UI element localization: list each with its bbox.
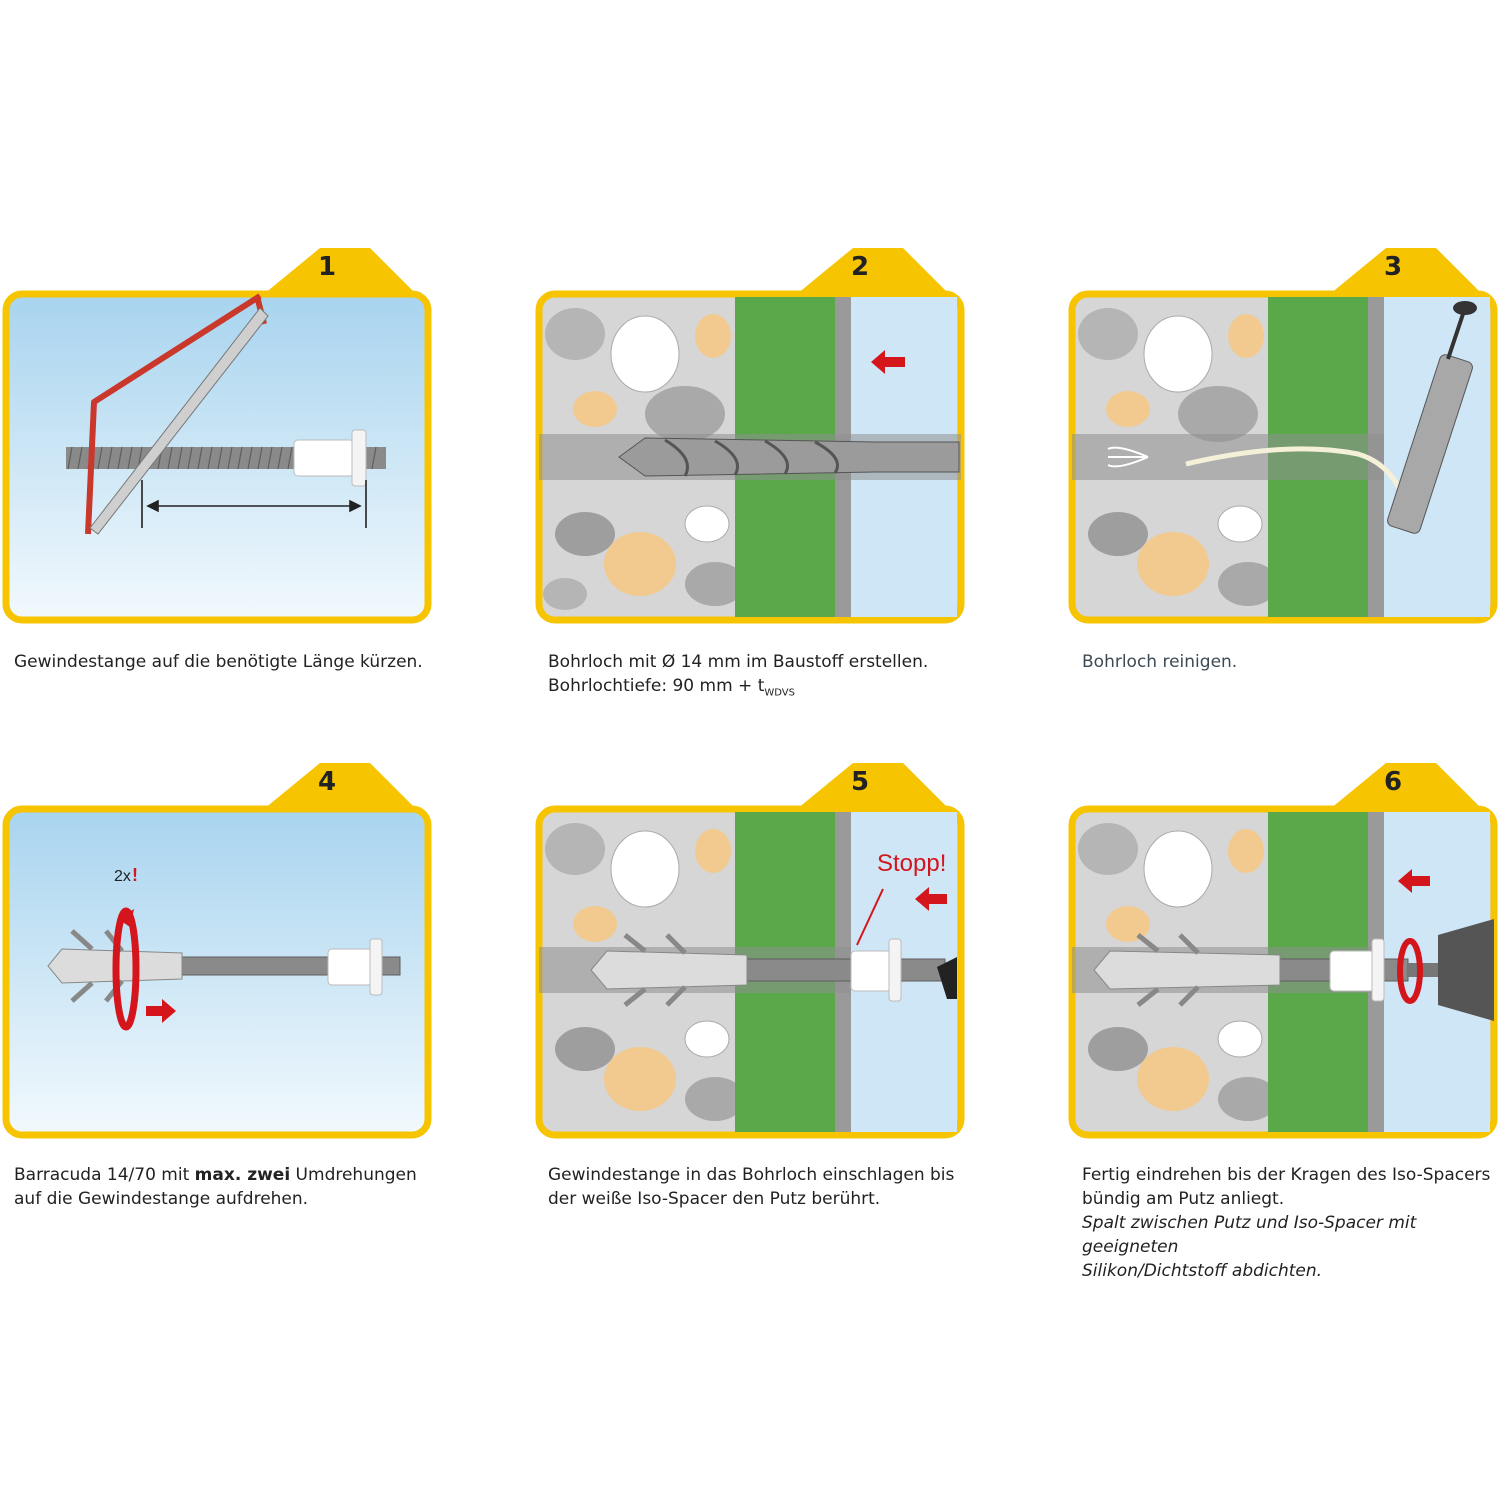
step-number: 6 [1383,767,1403,797]
air-flow-icon [1107,446,1149,468]
dimension-arrow-icon [141,480,367,528]
step-6-caption: Fertig eindrehen bis der Kragen des Iso-… [1082,1165,1491,1281]
direction-arrow-icon [1398,869,1430,893]
direction-arrow-icon [871,350,905,374]
step-number: 4 [317,767,337,797]
hammer-icon [937,957,957,999]
iso-spacer-icon [327,938,383,996]
step-number: 3 [1383,252,1403,282]
step-number: 5 [850,767,870,797]
step-1-panel: 1 [2,244,432,624]
dowel-anchor-icon [1093,933,1281,1007]
step-number: 2 [850,252,870,282]
step-4-panel: 2x ! 4 [2,759,432,1139]
step-3-caption: Bohrloch reinigen. [1082,652,1238,672]
step-4-frame: 2x ! [2,763,432,1139]
step-1-frame [2,248,432,624]
masonry-stones-icon [1078,823,1278,1121]
step-3-panel: 3 [1068,244,1498,624]
dowel-anchor-icon [590,933,748,1007]
step-5-panel: Stopp! 5 [535,759,965,1139]
rotation-count-label: 2x [114,868,131,885]
threaded-rod-icon [734,958,946,982]
direction-arrow-icon [146,999,176,1023]
step-number: 1 [317,252,337,282]
step-2-frame [535,248,965,624]
stop-label: Stopp! [877,850,946,877]
step-2-panel: 2 [535,244,965,624]
step-4-caption: Barracuda 14/70 mit max. zwei Umdrehunge… [14,1165,417,1209]
hacksaw-icon [85,293,269,535]
masonry-stones-icon [545,823,745,1121]
blow-pump-icon [1387,301,1477,534]
masonry-stones-icon [1078,308,1278,606]
iso-spacer-icon [850,938,902,1002]
pointer-line-icon [856,888,884,946]
step-2-caption: Bohrloch mit Ø 14 mm im Baustoff erstell… [548,652,929,699]
step-5-frame: Stopp! [535,763,965,1139]
warning-mark: ! [132,865,138,885]
iso-spacer-icon [1329,938,1385,1002]
iso-spacer-icon [293,429,367,487]
step-3-frame [1068,248,1498,624]
step-6-panel: 6 [1068,759,1498,1139]
blow-tube-icon [1185,446,1411,515]
drill-bit-icon [618,437,960,477]
masonry-stones-icon [543,308,745,610]
step-1-caption: Gewindestange auf die benötigte Länge kü… [14,652,423,672]
direction-arrow-icon [915,887,947,911]
step-5-caption: Gewindestange in das Bohrloch einschlage… [548,1165,955,1209]
drill-chuck-icon [1408,919,1494,1021]
step-6-frame [1068,763,1498,1139]
rotation-arrow-icon [1397,938,1423,1004]
rotation-arrow-icon [112,907,140,1031]
